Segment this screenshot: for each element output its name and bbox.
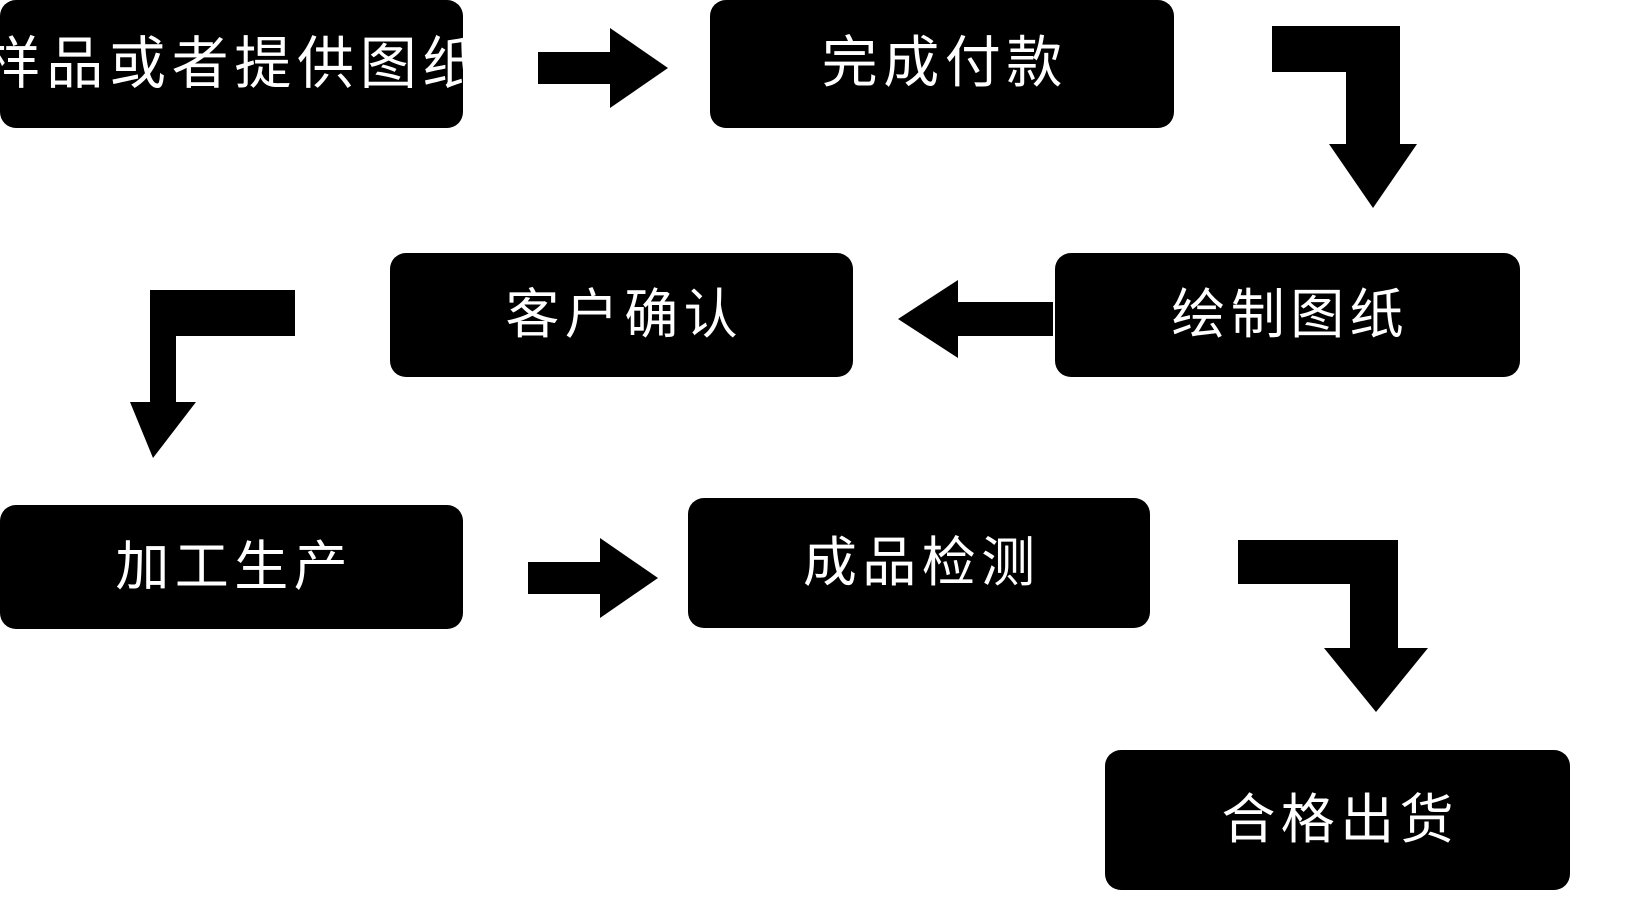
connector-elbow-left-down-confirm-to-production [130,290,295,458]
node-production[interactable]: 加工生产 [0,505,463,629]
node-shipment[interactable]: 合格出货 [1105,750,1570,890]
arrow-right-icon [538,28,668,108]
node-production-label: 加工生产 [115,535,353,598]
elbow-arrow-left-down-icon [130,290,295,458]
node-sample[interactable]: 样品或者提供图纸 [0,0,479,128]
node-draw-label: 绘制图纸 [1171,283,1409,346]
node-confirm-label: 客户确认 [505,283,743,346]
node-inspection-label: 成品检测 [802,531,1041,594]
connector-arrow-left-draw-to-confirm [898,280,1053,358]
arrow-left-icon [898,280,1053,358]
arrow-right-icon [528,538,658,618]
node-inspection[interactable]: 成品检测 [688,498,1150,628]
connector-arrow-right-sample-to-payment [538,28,668,108]
node-confirm[interactable]: 客户确认 [390,253,853,377]
node-sample-label: 样品或者提供图纸 [0,30,486,97]
connector-elbow-right-down-payment-to-draw [1272,26,1417,208]
connector-arrow-right-production-to-inspection [528,538,658,618]
node-payment[interactable]: 完成付款 [710,0,1174,128]
node-draw[interactable]: 绘制图纸 [1055,253,1520,377]
elbow-arrow-right-down-icon [1238,540,1428,712]
node-payment-label: 完成付款 [821,31,1068,96]
connector-elbow-right-down-inspection-to-shipment [1238,540,1428,712]
elbow-arrow-right-down-icon [1272,26,1417,208]
node-shipment-label: 合格出货 [1221,788,1459,851]
